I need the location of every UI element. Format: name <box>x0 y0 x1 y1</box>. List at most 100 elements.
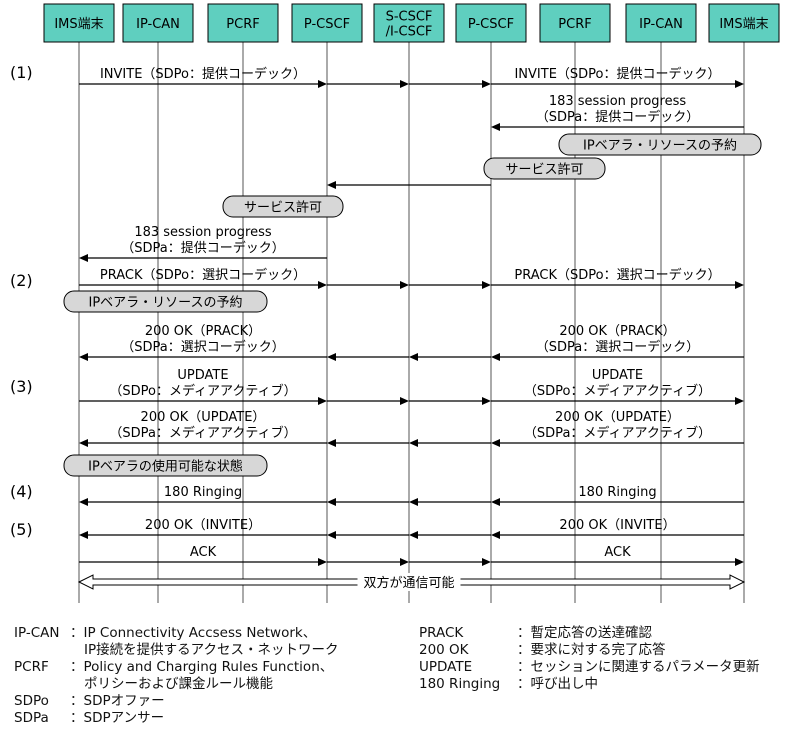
node-label: IMS端末 <box>719 17 768 32</box>
message-label: （SDPa：メディアアクティブ） <box>109 425 296 441</box>
message-10: PRACK（SDPo：選択コーデック） <box>491 267 744 289</box>
message-0: INVITE（SDPo：提供コーデック） <box>79 66 327 88</box>
legend-definition-line: ：セッションに関連するパラメータ更新 <box>517 659 760 675</box>
node-0: IMS端末 <box>43 3 115 43</box>
legend-definition-line: ：Policy and Charging Rules Function、 <box>70 659 334 675</box>
message-label: PRACK（SDPo：選択コーデック） <box>514 267 720 283</box>
arrow-head <box>409 498 418 506</box>
arrow-head <box>318 397 327 405</box>
legend-definition: ：IP Connectivity Accsess Network、IP接続を提供… <box>70 625 338 659</box>
message-label: （SDPa：メディアアクティブ） <box>524 425 711 441</box>
note-box <box>222 195 344 218</box>
notes: IPベアラ・リソースの予約サービス許可サービス許可IPベアラ・リソースの予約IP… <box>63 133 762 477</box>
arrow-head <box>409 531 418 539</box>
message-19: 200 OK（UPDATE）（SDPa：メディアアクティブ） <box>491 410 744 447</box>
message-label: （SDPa：選択コーデック） <box>121 339 284 355</box>
node-box <box>291 3 363 43</box>
message-label: （SDPa：選択コーデック） <box>536 339 699 355</box>
message-13 <box>327 353 409 361</box>
step-label: (1) <box>10 63 33 82</box>
message-18: UPDATE（SDPo：メディアアクティブ） <box>491 368 744 405</box>
message-label: 200 OK（UPDATE） <box>141 410 266 425</box>
message-25 <box>327 498 409 506</box>
node-6: PCRF <box>539 3 611 43</box>
legend-definition: ：呼び出し中 <box>517 676 598 693</box>
arrow-head <box>482 281 491 289</box>
arrow-head <box>79 254 88 262</box>
legend-definition-line: ：IP Connectivity Accsess Network、 <box>70 625 317 641</box>
step-label: (4) <box>10 482 33 501</box>
node-7: IP-CAN <box>625 3 697 43</box>
legend-term: 180 Ringing <box>419 676 501 692</box>
message-7: PRACK（SDPo：選択コーデック） <box>79 267 327 289</box>
legend-definition: ：SDPオファー <box>70 693 165 710</box>
message-11: 200 OK（PRACK）（SDPa：選択コーデック） <box>491 324 744 361</box>
message-label: 200 OK（UPDATE） <box>555 410 680 425</box>
node-3: P-CSCF <box>291 3 363 43</box>
message-label: （SDPo：メディアアクティブ） <box>524 383 711 399</box>
arrow-head <box>79 439 88 447</box>
legend-definition-line: ：SDPオファー <box>70 693 165 709</box>
message-30: 200 OK（INVITE） <box>79 518 327 539</box>
legend-item: IP-CAN ：IP Connectivity Accsess Network、I… <box>14 625 338 659</box>
legend-left: IP-CAN ：IP Connectivity Accsess Network、I… <box>14 625 338 727</box>
legend-term: IP-CAN <box>14 625 60 641</box>
arrow-head <box>491 439 500 447</box>
legend-definition: ：暫定応答の送達確認 <box>517 625 652 642</box>
message-8 <box>327 281 409 289</box>
arrow-head <box>735 80 744 88</box>
message-label: 200 OK（PRACK） <box>559 324 675 339</box>
node-1: IP-CAN <box>122 3 194 43</box>
message-26: 180 Ringing <box>79 485 327 506</box>
message-label: （SDPa：提供コーデック） <box>121 240 284 256</box>
message-16 <box>327 397 409 405</box>
arrow-head <box>327 439 336 447</box>
message-24 <box>409 498 491 506</box>
arrow-head <box>318 558 327 566</box>
legend-item: UPDATE：セッションに関連するパラメータ更新 <box>419 659 760 676</box>
message-label: UPDATE <box>177 368 228 383</box>
node-4: S-CSCF/I-CSCF <box>373 3 445 43</box>
arrow-head <box>400 281 409 289</box>
messages: INVITE（SDPo：提供コーデック） INVITE（SDPo：提供コーデック）… <box>79 66 744 566</box>
node-label: P-CSCF <box>304 17 350 32</box>
legend-item: SDPo：SDPオファー <box>14 693 338 710</box>
step-label: (3) <box>10 377 33 396</box>
arrow-head <box>409 439 418 447</box>
arrow-head <box>491 123 500 131</box>
arrow-head <box>735 397 744 405</box>
arrow-head <box>735 281 744 289</box>
note-box <box>483 157 606 180</box>
node-box <box>625 3 697 43</box>
message-label: INVITE（SDPo：提供コーデック） <box>100 66 306 82</box>
legend-term: PCRF <box>14 659 49 675</box>
arrow-head <box>318 80 327 88</box>
legend-definition: ：セッションに関連するパラメータ更新 <box>517 659 760 676</box>
note-2: サービス許可 <box>222 195 344 218</box>
note-text: サービス許可 <box>244 201 322 216</box>
node-label: IP-CAN <box>136 17 180 32</box>
message-20 <box>409 439 491 447</box>
arrow-head <box>400 558 409 566</box>
message-label: 183 session progress <box>134 225 272 240</box>
message-33 <box>409 558 491 566</box>
arrow-head <box>491 353 500 361</box>
note-text: IPベアラ・リソースの予約 <box>88 296 242 311</box>
node-box <box>373 3 445 43</box>
arrow-head <box>409 353 418 361</box>
node-box <box>455 3 527 43</box>
arrow-head <box>327 181 336 189</box>
message-32 <box>327 558 409 566</box>
node-label: PCRF <box>558 17 591 32</box>
legend-item: 200 OK：要求に対する完了応答 <box>419 642 760 659</box>
message-4: 183 session progress（SDPa：提供コーデック） <box>491 94 744 131</box>
message-3: INVITE（SDPo：提供コーデック） <box>491 66 744 88</box>
message-9 <box>409 281 491 289</box>
note-1: サービス許可 <box>483 157 606 180</box>
note-4: IPベアラの使用可能な状態 <box>63 454 268 477</box>
legend-item: PRACK：暫定応答の送達確認 <box>419 625 760 642</box>
node-box <box>43 3 115 43</box>
message-label: UPDATE <box>592 368 643 383</box>
legend-item: SDPa：SDPアンサー <box>14 710 338 727</box>
